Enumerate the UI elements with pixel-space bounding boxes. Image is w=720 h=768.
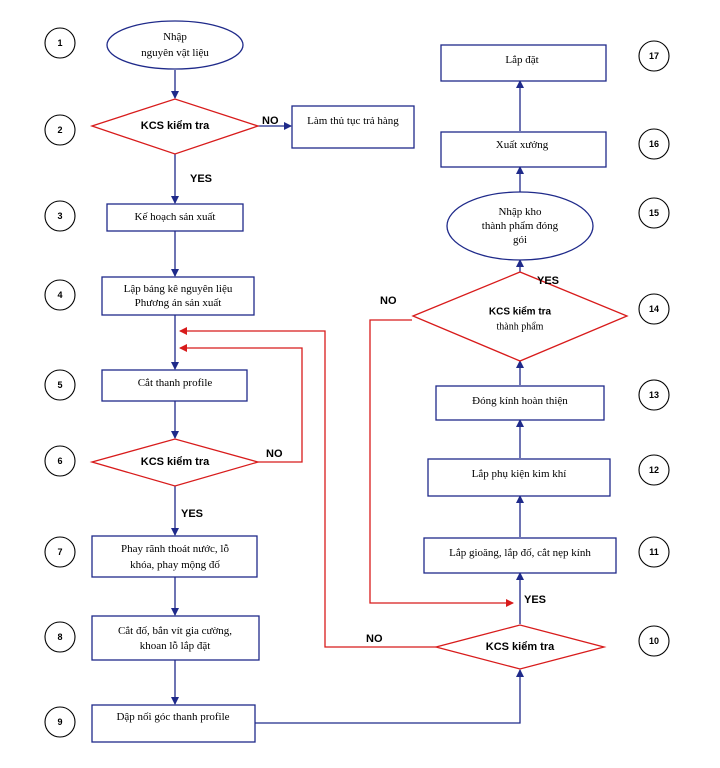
step-4-label-line-1: Lập bảng kê nguyên liệu [124,283,233,295]
step-6-shape [89,438,261,487]
step-number-15: 15 [649,208,659,218]
number-circle-4 [44,279,76,311]
arrow-10-no-loop [179,327,436,648]
step-number-7: 7 [57,547,62,557]
number-circle-1 [44,27,76,59]
number-circle-7 [44,536,76,568]
number-circle-12 [638,454,670,486]
step-15-shape [446,191,594,261]
step-number-13: 13 [649,390,659,400]
step-number-5: 5 [57,380,62,390]
step-14-label-line-1: KCS kiểm tra [489,306,552,318]
step-1-label-line-1: Nhập [163,31,187,43]
step-10-shape [433,624,607,670]
step-3-label: Kế hoạch sản xuất [135,211,216,223]
step-2-label: KCS kiểm tra [141,120,210,132]
number-circle-16 [638,128,670,160]
step-number-14: 14 [649,304,659,314]
number-circle-13 [638,379,670,411]
step-2-yes-label: YES [190,173,212,185]
step-6-yes-label: YES [181,508,203,520]
step-10-label: KCS kiểm tra [486,641,555,653]
step-number-17: 17 [649,51,659,61]
step-number-16: 16 [649,139,659,149]
step-number-9: 9 [57,717,62,727]
step-14-shape [411,271,629,362]
step-15-label-line-1: Nhập kho [498,206,542,218]
step-6-label: KCS kiểm tra [141,456,210,468]
number-circle-6 [44,445,76,477]
step-8-label-line-1: Cắt đố, bắn vít gia cường, [118,625,232,637]
number-circle-3 [44,200,76,232]
arrow-6-no-loop [179,344,303,463]
step-11-label: Lắp gioăng, lắp đố, cắt nẹp kính [449,547,591,559]
step-9-label: Dập nối góc thanh profile [116,711,229,723]
step-number-10: 10 [649,636,659,646]
step-13-label: Đóng kính hoàn thiện [472,395,568,407]
step-10-yes-label: YES [524,594,546,606]
number-circle-2 [44,114,76,146]
step-number-2: 2 [57,125,62,135]
arrow-14-no-loop [369,319,514,607]
step-13-shape [435,385,605,421]
step-5-shape [101,369,248,402]
step-2-no-label: NO [262,115,279,127]
step-8-label-line-2: khoan lỗ lắp đặt [140,640,211,652]
step-1-shape [106,20,244,70]
step-4-label-line-2: Phương án sản xuất [135,297,222,309]
step-4-shape [101,276,255,316]
step-number-6: 6 [57,456,62,466]
step-16-label: Xuất xưởng [496,139,549,151]
number-circle-9 [44,706,76,738]
step-number-12: 12 [649,465,659,475]
step-number-1: 1 [57,38,62,48]
step-8-shape [91,615,260,661]
step-17-shape [440,44,607,82]
step-6-no-label: NO [266,448,283,460]
step-number-3: 3 [57,211,62,221]
step-15-label-line-2: thành phẩm đóng [482,220,559,232]
number-circle-10 [638,625,670,657]
step-7-label-line-2: khóa, phay mộng đố [130,559,220,571]
step-number-11: 11 [649,547,659,557]
number-circle-8 [44,621,76,653]
number-circle-5 [44,369,76,401]
step-10-no-label: NO [366,633,383,645]
step-7-label-line-1: Phay rãnh thoát nước, lỗ [121,543,230,555]
step-14-label-line-2: thành phẩm [497,322,544,333]
step-number-4: 4 [57,290,62,300]
return-goods-shape [291,105,415,149]
return-goods-label: Làm thủ tục trả hàng [307,115,399,127]
step-17-label: Lắp đặt [505,54,538,66]
number-circle-17 [638,40,670,72]
step-12-label: Lắp phụ kiện kim khí [472,468,567,480]
step-9-shape [91,704,256,743]
step-14-yes-label: YES [537,275,559,287]
step-15-label-line-3: gói [513,234,527,246]
step-12-shape [427,458,611,497]
step-14-no-label: NO [380,295,397,307]
step-11-shape [423,537,617,574]
step-7-shape [91,535,258,578]
arrow-9-to-10 [255,669,524,724]
step-16-shape [440,131,607,168]
step-3-shape [106,203,244,232]
number-circle-14 [638,293,670,325]
step-2-shape [89,98,261,155]
step-5-label: Cắt thanh profile [138,377,213,389]
number-circle-15 [638,197,670,229]
step-1-label-line-2: nguyên vật liệu [141,47,209,59]
number-circle-11 [638,536,670,568]
step-number-8: 8 [57,632,62,642]
